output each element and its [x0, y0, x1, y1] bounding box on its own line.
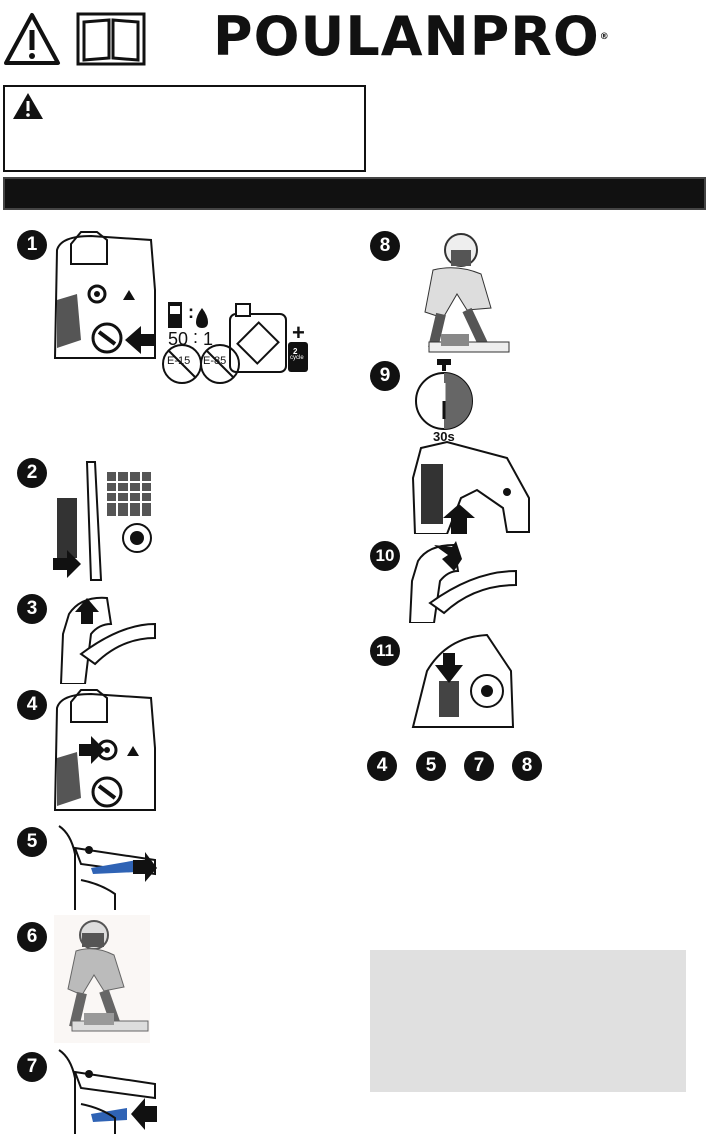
step-number-2: 2 — [17, 458, 47, 488]
step-number-3: 3 — [17, 594, 47, 624]
no-fuel-e85: E-85 — [203, 355, 227, 367]
timer-label: 30s — [433, 429, 455, 444]
oil-bottle-label-2: cycle — [290, 355, 304, 361]
svg-text:+: + — [292, 320, 305, 345]
repeat-step-8: 8 — [512, 751, 542, 781]
fuel-mix-illustration: + — [162, 302, 308, 384]
oil-bottle-label-1: 2 — [293, 347, 298, 356]
brand-logo: POULANPRO® — [213, 6, 713, 68]
throttle-lock-illustration — [59, 596, 156, 684]
choke-switch-illustration — [53, 231, 156, 359]
section-title-bar — [3, 177, 706, 210]
engine-start-illustration — [411, 633, 515, 728]
step-number-5: 5 — [17, 827, 47, 857]
starting-position-illustration — [54, 915, 150, 1043]
warning-box — [3, 85, 366, 172]
step-number-11: 11 — [370, 636, 400, 666]
chain-brake-illustration — [53, 460, 155, 582]
step-number-10: 10 — [370, 541, 400, 571]
repeat-step-7: 7 — [464, 751, 494, 781]
primer-bulb-illustration — [53, 689, 156, 811]
choke-lever-in-illustration — [58, 1049, 157, 1134]
choke-lever-out-illustration — [58, 825, 157, 910]
throttle-trigger-illustration — [411, 440, 530, 534]
step-number-4: 4 — [17, 690, 47, 720]
ratio-right: 1 — [203, 329, 214, 349]
ratio-left: 50 — [168, 329, 189, 349]
step-number-9: 9 — [370, 361, 400, 391]
ratio-separator: : — [193, 327, 199, 347]
repeat-step-4: 4 — [367, 751, 397, 781]
brand-name: POULANPRO — [213, 5, 600, 68]
warning-small-icon — [13, 93, 43, 119]
note-panel — [370, 950, 686, 1092]
warning-triangle-icon — [4, 13, 60, 65]
open-book-icon — [76, 12, 146, 66]
choke-release-illustration — [408, 541, 517, 623]
step-number-1: 1 — [17, 230, 47, 260]
repeat-step-5: 5 — [416, 751, 446, 781]
step-number-8: 8 — [370, 231, 400, 261]
ratio-colon-top: : — [188, 302, 194, 322]
no-fuel-e15: E-15 — [167, 355, 191, 367]
choke-lever-blue — [91, 860, 137, 874]
step-number-7: 7 — [17, 1052, 47, 1082]
step-number-6: 6 — [17, 922, 47, 952]
pull-starter-rope-illustration — [424, 233, 510, 353]
stopwatch-icon — [415, 359, 473, 430]
registered-mark: ® — [599, 32, 610, 42]
